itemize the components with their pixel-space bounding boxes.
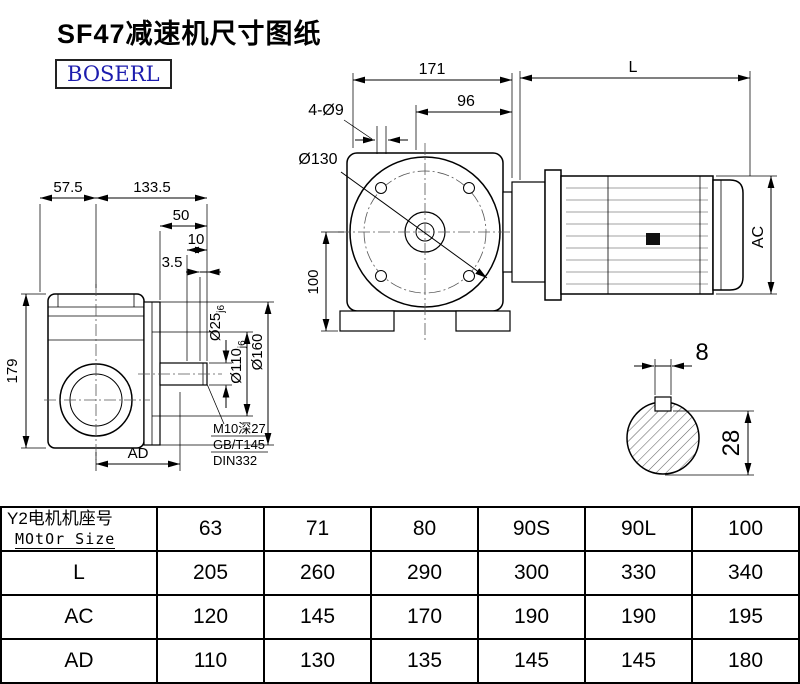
motor-frame-label-cn: Y2电机机座号 [7,509,113,529]
dim-AC-label: AC [750,226,767,248]
dim-L-label: L [629,59,638,76]
motor-flange [544,169,562,301]
table-cell: 110 [158,640,265,684]
table-cell: 205 [158,552,265,596]
motor-view [544,169,744,301]
motor-nameplate [646,233,660,245]
dim-171-label: 171 [419,61,446,78]
brand-logo: BOSERL [55,59,172,89]
shaft-section-circle [626,401,700,475]
motor-body [560,175,714,295]
dim-shaft-diameter-label: Ø25j6 [207,304,227,341]
dim-96-label: 96 [457,93,475,110]
table-cell: 340 [693,552,800,596]
motor-dimensions: L AC [519,59,777,295]
table-cell: 190 [586,596,693,640]
dim-key-width-label: 8 [695,339,708,366]
dim-28-label: 28 [718,430,745,457]
dim-3-5-label: 3.5 [162,254,183,271]
size-header-90L: 90L [586,508,693,552]
table-header-motor-size: Y2电机机座号 MOtOr Size [2,508,158,552]
table-cell: 135 [372,640,479,684]
mounting-foot-left [339,310,395,332]
note-gb-standard-label: GB/T145 [213,437,265,452]
dim-50-label: 50 [173,207,190,224]
table-cell: 145 [586,640,693,684]
motor-fins [566,187,708,285]
motor-frame-label-en: MOtOr Size [15,529,116,549]
row-label-L: L [2,552,158,596]
table-cell: 195 [693,596,800,640]
table-cell: 130 [265,640,372,684]
bolt-hole [463,182,475,194]
table-cell: 170 [372,596,479,640]
bolt-hole [375,270,387,282]
bolt-hole [463,270,475,282]
table-cell: 180 [693,640,800,684]
row-label-AC: AC [2,596,158,640]
bolt-hole [375,182,387,194]
dim-100-label: 100 [305,269,322,294]
size-header-90S: 90S [479,508,586,552]
table-cell: 300 [479,552,586,596]
table-cell: 290 [372,552,479,596]
section-dimensions: 8 28 [634,339,754,476]
size-header-100: 100 [693,508,800,552]
table-cell: 120 [158,596,265,640]
dim-10-label: 10 [188,231,205,248]
dim-133-5-label: 133.5 [133,179,171,196]
table-cell: 190 [479,596,586,640]
technical-drawing: 179 57.5 133.5 50 10 3.5 [4,59,777,476]
note-thread-label: M10深27 [213,421,266,436]
dim-ad-label: AD [128,445,149,462]
dim-130-label: Ø130 [298,151,337,168]
dimension-table: Y2电机机座号 MOtOr Size 63 71 80 90S 90L 100 … [0,506,800,684]
size-header-80: 80 [372,508,479,552]
dim-flange-od-label: Ø160 [249,334,266,371]
table-cell: 145 [479,640,586,684]
row-label-AD: AD [2,640,158,684]
bolt-holes-callout-label: 4-Ø9 [308,102,344,119]
mounting-foot-right [455,310,511,332]
motor-adapter-flange [511,181,546,283]
front-view [338,143,546,342]
size-header-63: 63 [158,508,265,552]
side-view-dimensions: 179 57.5 133.5 50 10 3.5 [4,179,274,471]
table-cell: 330 [586,552,693,596]
fan-cover [712,179,744,291]
table-cell: 145 [265,596,372,640]
size-header-71: 71 [265,508,372,552]
side-view [44,284,222,460]
note-din-standard-label: DIN332 [213,453,257,468]
front-view-dimensions: 171 96 4-Ø9 Ø130 100 [298,61,513,332]
keyway [654,396,672,412]
brand-logo-text: BOSERL [67,62,160,86]
dim-57-5-label: 57.5 [53,179,82,196]
dim-179-label: 179 [4,358,21,383]
page-title: SF47减速机尺寸图纸 [57,19,322,49]
dim-spigot-diameter-label: Ø110j6 [228,340,248,384]
shaft-section [626,396,700,475]
table-cell: 260 [265,552,372,596]
